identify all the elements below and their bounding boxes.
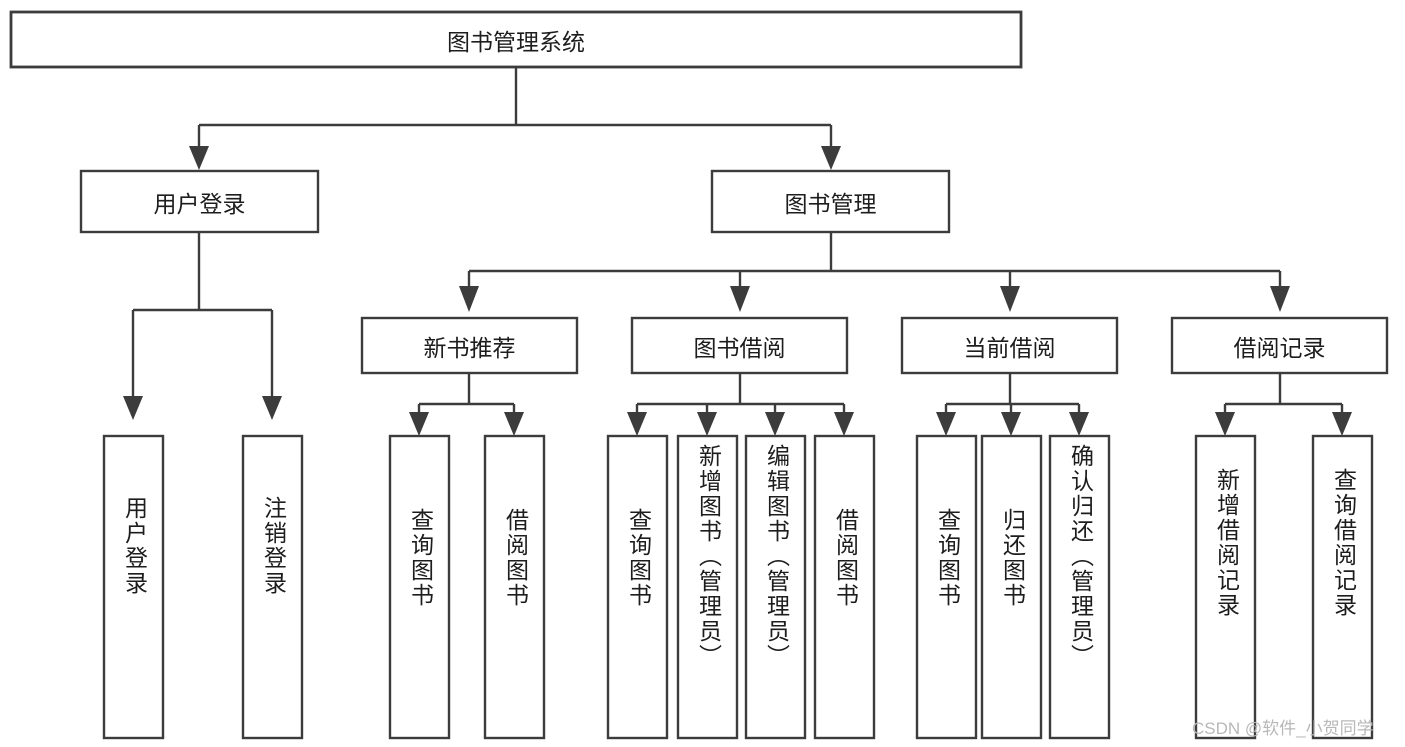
arrow-to-leaf-add-record [1215,412,1235,436]
node-borrow-records[interactable] [1170,316,1389,375]
node-current-borrow[interactable] [900,316,1119,375]
connector-root-to-level1 [197,67,833,148]
leaf-box-edit-book[interactable] [744,434,807,740]
arrow-to-leaf-query-book-3 [936,412,956,436]
leaf-box-borrow-book-2[interactable] [813,434,876,740]
arrow-to-book-manage [821,146,841,170]
leaf-box-query-book-1[interactable] [388,434,451,740]
leaf-box-user-login[interactable] [102,434,165,740]
node-user-login[interactable] [79,169,320,234]
arrow-to-leaf-user-login [123,396,143,420]
arrow-to-leaf-return-book [1001,412,1021,436]
arrow-to-borrow-records [1270,286,1290,312]
node-book-borrow[interactable] [630,316,849,375]
leaf-box-borrow-book-1[interactable] [483,434,546,740]
arrow-to-new-book-recommend [459,286,479,312]
arrow-to-current-borrow [1000,286,1020,312]
connector-records-to-leaves [1223,373,1344,414]
connector-book-manage-to-level2 [467,232,1282,288]
arrow-to-leaf-query-record [1332,412,1352,436]
connector-current-borrow-to-leaves [944,373,1081,414]
leaf-box-query-book-3[interactable] [915,434,978,740]
connector-new-book-to-leaves [417,373,516,414]
node-book-management[interactable] [710,169,951,234]
leaf-box-add-book[interactable] [676,434,739,740]
arrow-to-leaf-edit-book [765,412,785,436]
arrow-to-leaf-borrow-book-2 [834,412,854,436]
leaf-box-return-book[interactable] [980,434,1043,740]
arrow-to-leaf-confirm-return [1069,412,1089,436]
node-root[interactable] [9,10,1023,69]
leaf-box-add-record[interactable] [1194,434,1257,740]
arrow-to-leaf-logout [262,396,282,420]
arrow-to-leaf-query-book-2 [627,412,647,436]
arrow-to-leaf-add-book [697,412,717,436]
leaf-box-confirm-return[interactable] [1048,434,1111,740]
connector-user-login-to-leaves [131,232,274,398]
leaf-box-logout[interactable] [241,434,304,740]
connector-book-borrow-to-leaves [635,373,846,414]
arrow-to-book-borrow [730,286,750,312]
arrow-to-user-login [189,146,209,170]
arrow-to-leaf-query-book-1 [409,412,429,436]
leaf-box-query-record[interactable] [1311,434,1374,740]
leaf-box-query-book-2[interactable] [606,434,669,740]
node-new-book-recommend[interactable] [360,316,579,375]
arrow-to-leaf-borrow-book-1 [504,412,524,436]
